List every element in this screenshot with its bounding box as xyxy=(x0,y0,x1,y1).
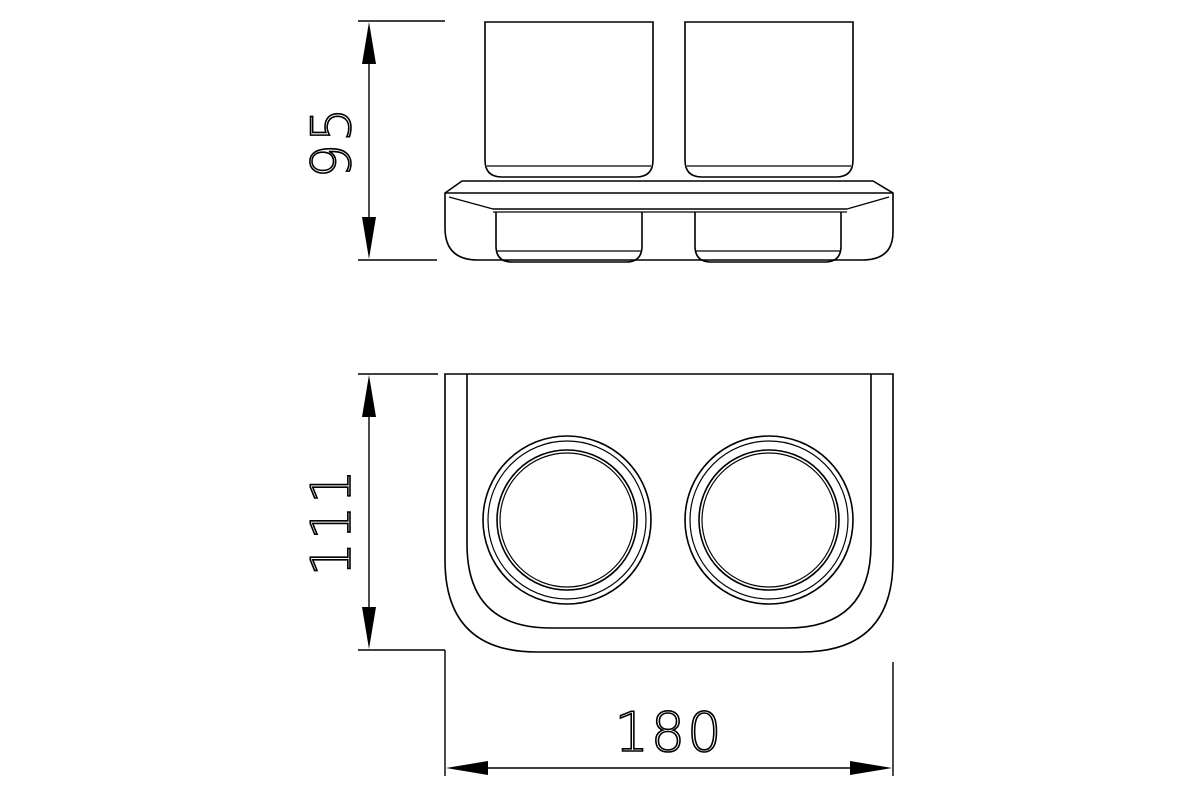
width-dimension-label: 180 xyxy=(614,701,723,764)
depth-dimension-label: 111 xyxy=(300,467,363,576)
holder-body xyxy=(444,180,894,263)
left-cup-ring xyxy=(482,435,652,605)
width-dimension: 180 xyxy=(444,650,894,776)
arrow-down-icon xyxy=(362,607,376,649)
front-view xyxy=(444,21,894,263)
top-view xyxy=(444,373,894,653)
height-dimension-label: 95 xyxy=(300,106,363,179)
arrow-right-icon xyxy=(850,761,892,775)
arrow-down-icon xyxy=(362,217,376,259)
right-cup xyxy=(684,21,854,178)
depth-dimension: 111 xyxy=(299,373,445,651)
height-dimension: 95 xyxy=(299,20,445,261)
right-cup-ring xyxy=(684,435,854,605)
arrow-left-icon xyxy=(446,761,488,775)
arrow-up-icon xyxy=(362,22,376,64)
left-cup xyxy=(484,21,654,178)
arrow-up-icon xyxy=(362,375,376,417)
